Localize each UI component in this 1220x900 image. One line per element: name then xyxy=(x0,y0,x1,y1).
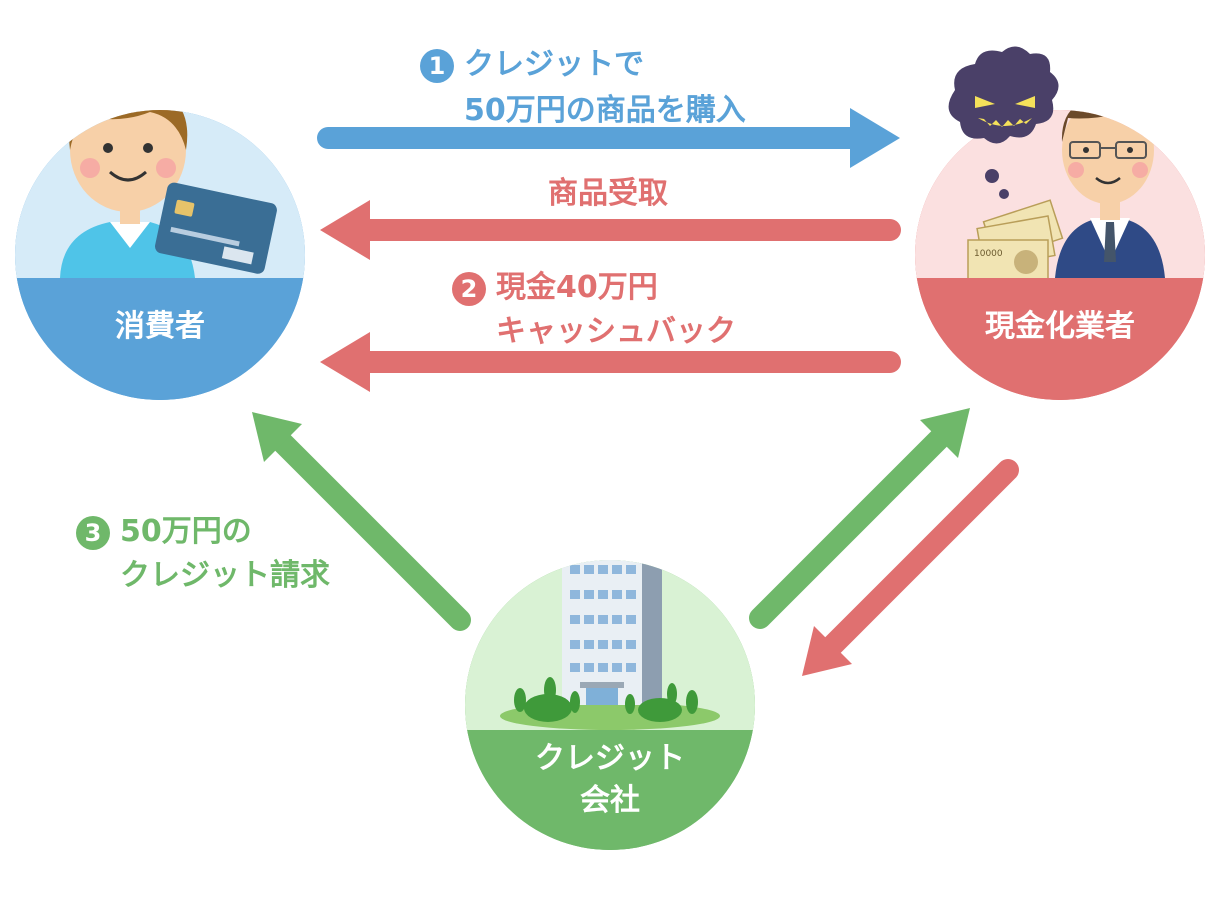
step1-text: 1 クレジットで 50万円の商品を購入 xyxy=(420,42,746,134)
arrow-credit-to-cashing xyxy=(749,408,970,629)
step3-text: 3 50万円の クレジット請求 xyxy=(76,510,330,598)
arrow-credit-bill xyxy=(252,412,471,631)
consumer-node xyxy=(15,110,305,400)
arrow-receive-goods xyxy=(320,200,901,260)
receive-goods-text: 商品受取 xyxy=(548,176,668,211)
step3-line2: クレジット請求 xyxy=(120,558,330,593)
step1-line2: 50万円の商品を購入 xyxy=(464,93,746,128)
arrow-cashing-to-credit xyxy=(802,459,1019,676)
consumer-label: 消費者 xyxy=(115,309,205,344)
credit-company-label-line2: 会社 xyxy=(580,783,640,818)
credit-company-label-line1: クレジット xyxy=(535,741,685,776)
arrow-purchase xyxy=(317,108,900,168)
evil-spirit-icon xyxy=(948,46,1059,199)
cashing-business-node: 10000 xyxy=(915,46,1205,400)
step3-number-badge: 3 xyxy=(76,515,110,550)
step2-line1: 現金40万円 xyxy=(496,270,658,305)
step2-line2: キャッシュバック xyxy=(496,314,736,349)
trees-icon xyxy=(514,677,698,722)
banknote-value: 10000 xyxy=(974,249,1003,259)
credit-company-node xyxy=(465,560,755,850)
step1-number-badge: 1 xyxy=(420,48,454,83)
step2-text: 2 現金40万円 キャッシュバック xyxy=(452,266,736,354)
credit-card-icon xyxy=(155,182,277,274)
step1-line1: クレジットで xyxy=(464,47,644,82)
cashing-business-label: 現金化業者 xyxy=(985,309,1135,344)
step2-number-badge: 2 xyxy=(452,271,486,306)
arrow-cashback xyxy=(320,332,901,392)
credit-company-label: クレジット 会社 xyxy=(490,738,730,822)
step3-line1: 50万円の xyxy=(120,514,252,549)
building-icon xyxy=(562,560,662,705)
